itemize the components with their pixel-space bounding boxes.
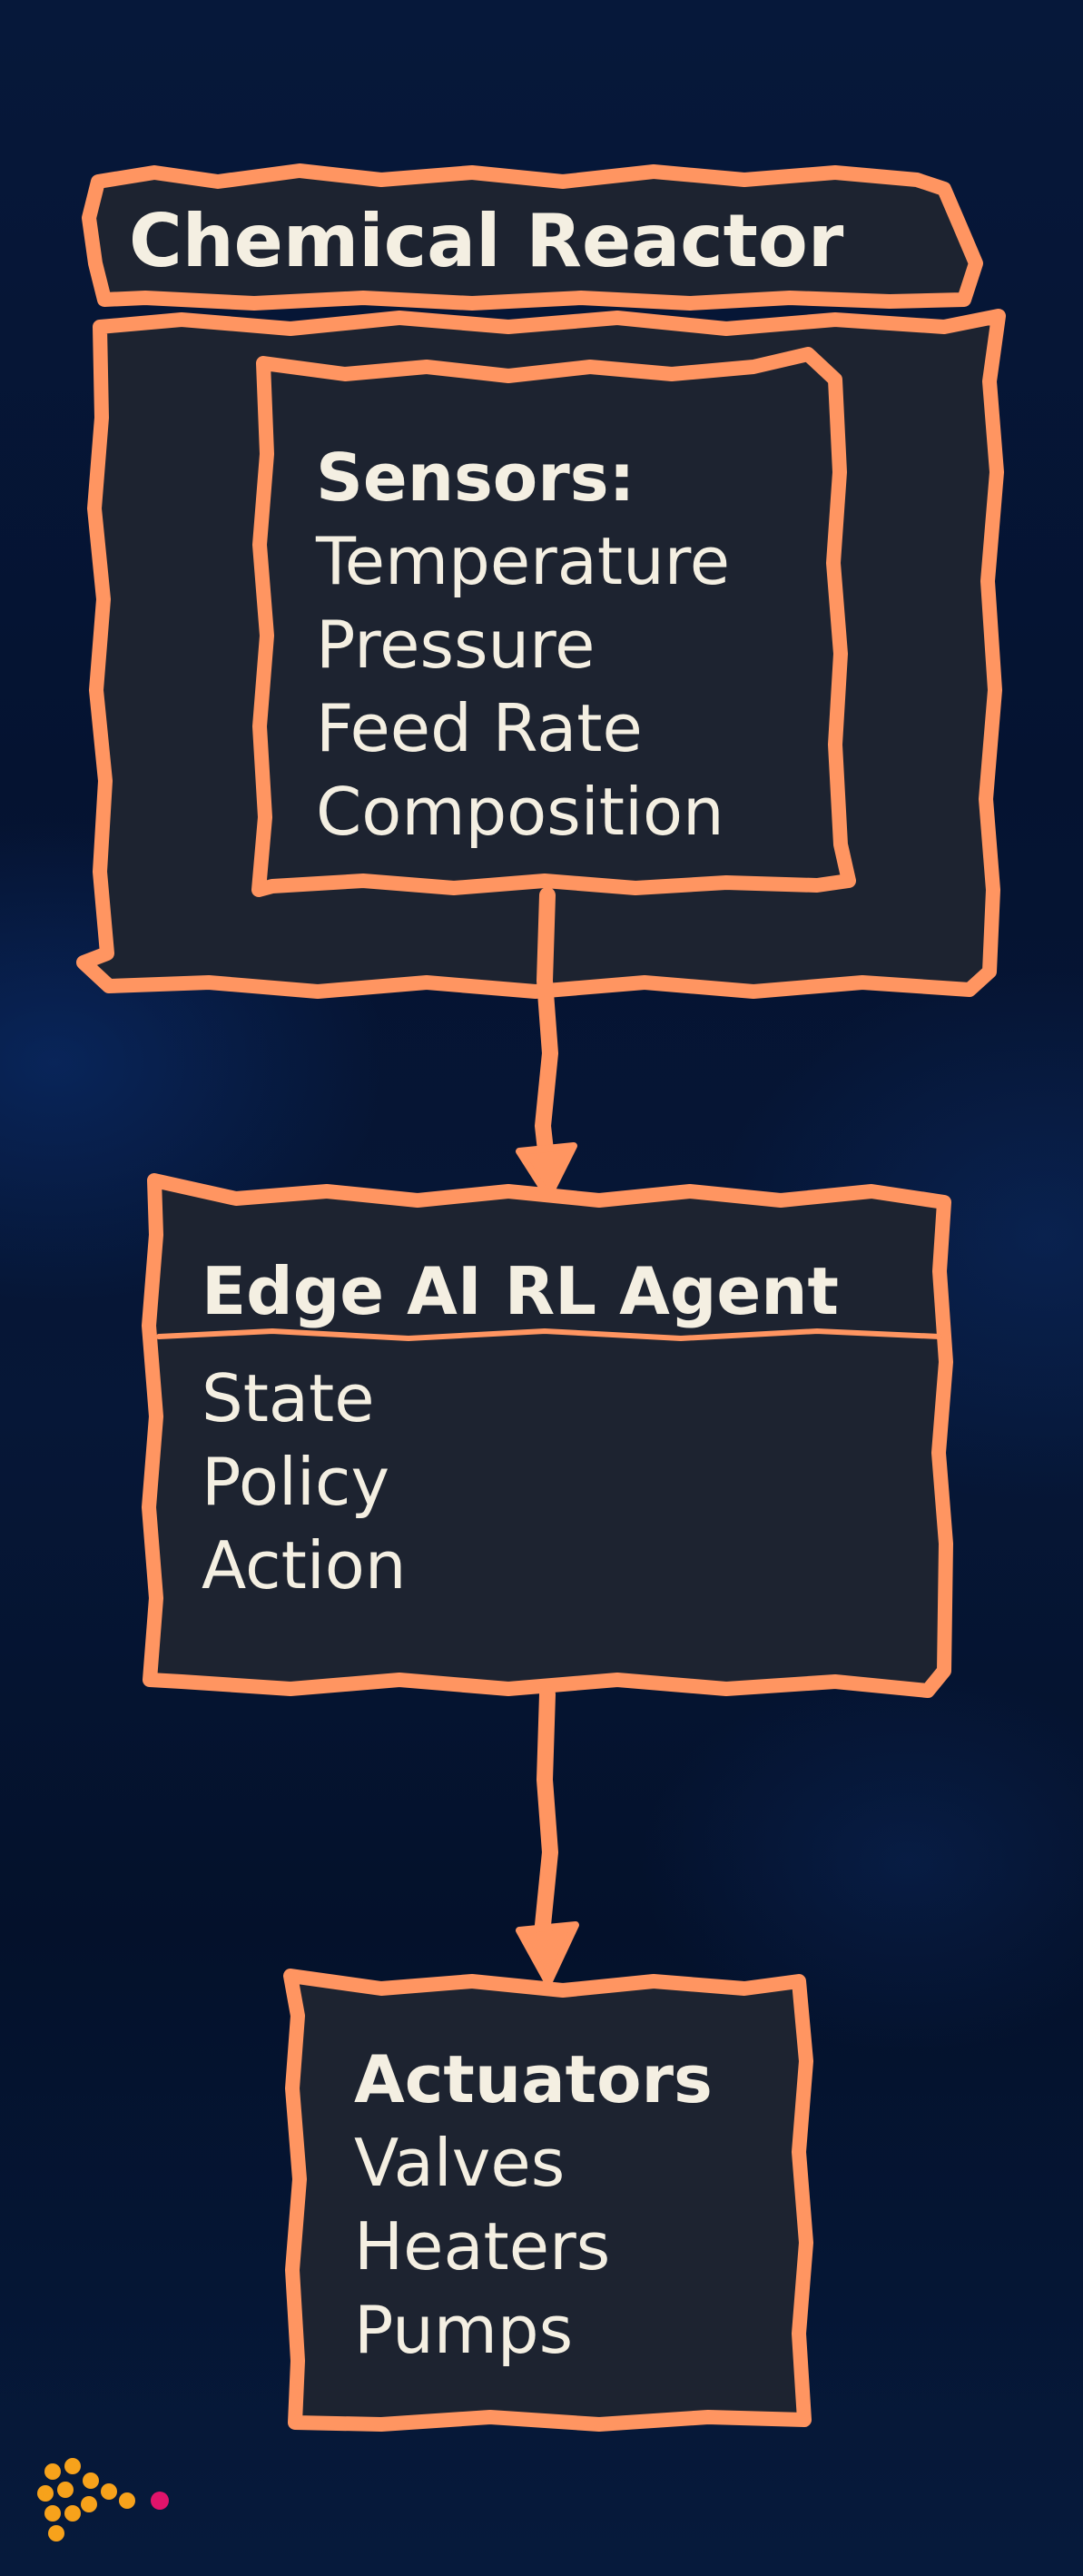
- arrow-sensors-to-agent: [534, 887, 559, 1175]
- sensor-item-pressure: Pressure: [316, 607, 596, 683]
- arrow-agent-to-actuators-head: [516, 1921, 579, 1987]
- agent-title: Edge AI RL Agent: [202, 1253, 839, 1329]
- agent-item-policy: Policy: [202, 1444, 390, 1520]
- actuator-item-valves: Valves: [354, 2125, 566, 2201]
- actuators-list: Actuators Valves Heaters Pumps: [354, 2038, 713, 2372]
- sensors-heading: Sensors:: [316, 439, 635, 516]
- sensors-list: Sensors: Temperature Pressure Feed Rate …: [316, 436, 730, 854]
- actuators-heading: Actuators: [354, 2041, 713, 2117]
- sensor-item-temperature: Temperature: [316, 523, 731, 599]
- arrow-sensors-to-agent-head: [516, 1142, 577, 1200]
- dot-cluster-logo-icon: [37, 2458, 169, 2541]
- sensor-item-feed-rate: Feed Rate: [316, 690, 643, 766]
- agent-item-action: Action: [202, 1527, 407, 1604]
- actuators-box: [283, 1969, 813, 2432]
- sensor-item-composition: Composition: [316, 774, 724, 850]
- reactor-title-tab: [82, 163, 983, 311]
- arrow-agent-to-actuators: [534, 1686, 559, 1953]
- agent-box: [142, 1173, 953, 1698]
- actuator-item-pumps: Pumps: [354, 2292, 574, 2368]
- agent-divider: [156, 1327, 942, 1342]
- agent-list: State Policy Action: [202, 1357, 407, 1607]
- agent-item-state: State: [202, 1360, 375, 1436]
- actuator-item-heaters: Heaters: [354, 2208, 611, 2285]
- reactor-title: Chemical Reactor: [129, 199, 844, 283]
- sensors-box: [251, 347, 856, 897]
